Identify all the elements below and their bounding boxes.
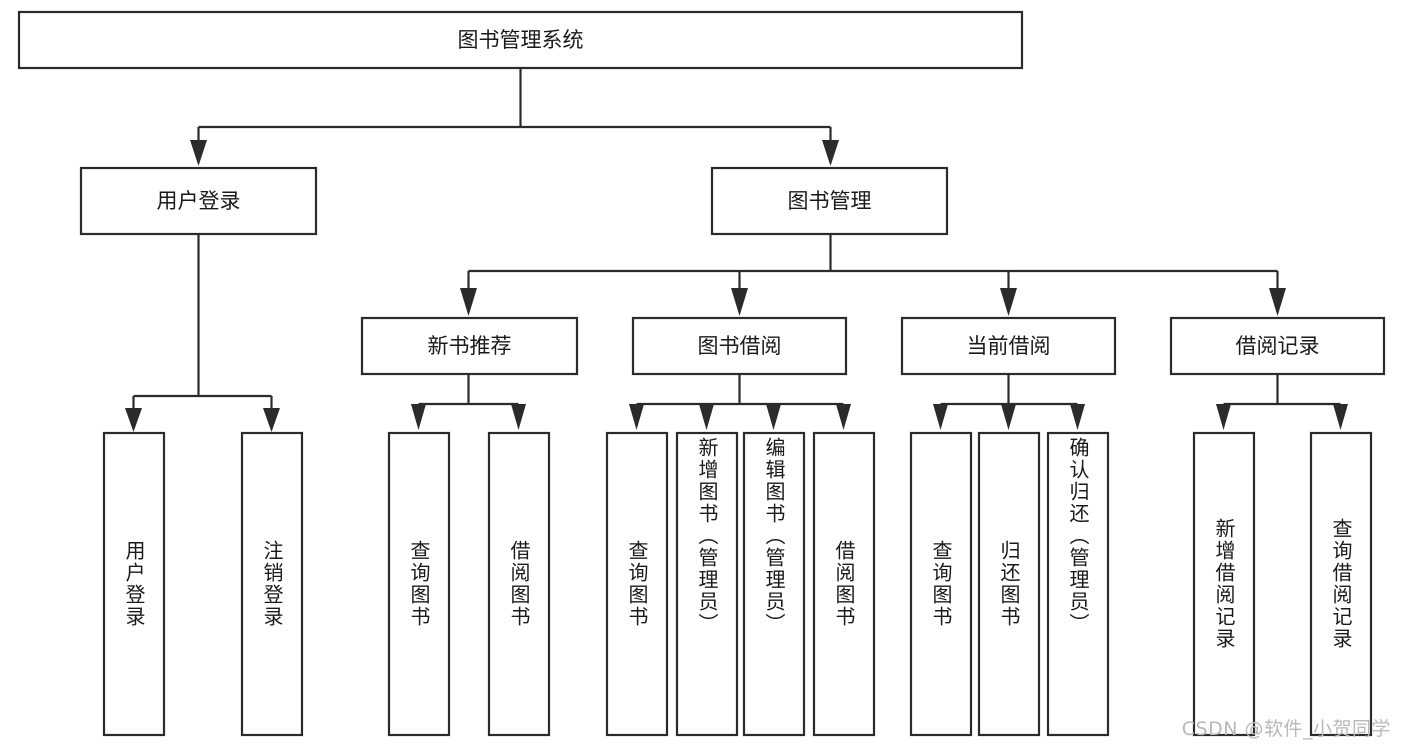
connector-group-new-book-rec	[411, 374, 526, 430]
connector-group-user-login	[125, 234, 280, 432]
node-book-borrow-label: 图书借阅	[698, 334, 782, 358]
arrowhead-user-login	[190, 140, 207, 166]
node-borrow-record-label: 借阅记录	[1236, 334, 1320, 358]
node-borrow-record[interactable]	[1169, 316, 1386, 376]
arrowhead-leaf-query-book-2	[629, 404, 644, 430]
arrowhead-borrow-record	[1269, 288, 1286, 316]
node-book-borrow[interactable]	[631, 316, 848, 376]
node-leaf-query-book-2[interactable]	[605, 431, 669, 737]
arrowhead-leaf-borrow-book-2	[836, 404, 851, 430]
node-current-borrow[interactable]	[900, 316, 1117, 376]
node-root-label: 图书管理系统	[458, 28, 584, 52]
connector-group-current-borrow	[933, 374, 1085, 430]
watermark-text: CSDN @软件_小贺同学	[1181, 718, 1391, 740]
node-leaf-user-login[interactable]	[102, 431, 166, 737]
arrowhead-leaf-add-record	[1216, 404, 1231, 430]
node-new-book-rec[interactable]	[360, 316, 579, 376]
arrowhead-current-borrow	[1000, 288, 1017, 316]
arrowhead-book-manage	[822, 140, 839, 166]
node-leaf-query-book-3[interactable]	[909, 431, 973, 737]
arrowhead-leaf-query-record	[1333, 404, 1348, 430]
arrowhead-leaf-return-book	[1001, 404, 1016, 430]
node-leaf-add-record[interactable]	[1192, 431, 1256, 737]
connector-group-book-borrow	[629, 374, 851, 430]
connector-group-root	[190, 68, 839, 166]
node-leaf-borrow-book-2[interactable]	[812, 431, 876, 737]
node-leaf-confirm-return[interactable]	[1046, 431, 1110, 737]
node-leaf-return-book[interactable]	[977, 431, 1041, 737]
node-leaf-borrow-book-1[interactable]	[487, 431, 551, 737]
arrowhead-new-book-rec	[460, 288, 477, 316]
arrowhead-leaf-borrow-book-1	[511, 404, 526, 430]
node-leaf-query-record[interactable]	[1309, 431, 1373, 737]
arrowhead-leaf-query-book-3	[933, 404, 948, 430]
node-new-book-rec-label: 新书推荐	[428, 334, 512, 358]
node-current-borrow-label: 当前借阅	[967, 334, 1051, 358]
arrowhead-leaf-add-book	[699, 404, 714, 430]
arrowhead-leaf-confirm-return	[1070, 404, 1085, 430]
node-user-login[interactable]	[79, 166, 318, 236]
node-root[interactable]	[17, 10, 1024, 70]
node-leaf-add-book[interactable]	[675, 431, 739, 737]
connector-group-borrow-record	[1216, 374, 1348, 430]
arrowhead-leaf-user-login	[125, 408, 142, 432]
arrowhead-leaf-query-book-1	[411, 404, 426, 430]
arrowhead-leaf-edit-book	[766, 404, 781, 430]
node-user-login-label: 用户登录	[157, 189, 241, 213]
node-leaf-edit-book[interactable]	[742, 431, 806, 737]
node-book-manage[interactable]	[710, 166, 949, 236]
node-book-manage-label: 图书管理	[788, 189, 872, 213]
connector-group-book-manage	[460, 234, 1286, 316]
node-leaf-logout[interactable]	[240, 431, 304, 737]
arrowhead-book-borrow	[731, 288, 748, 316]
node-leaf-query-book-1[interactable]	[387, 431, 451, 737]
arrowhead-leaf-logout	[263, 408, 280, 432]
